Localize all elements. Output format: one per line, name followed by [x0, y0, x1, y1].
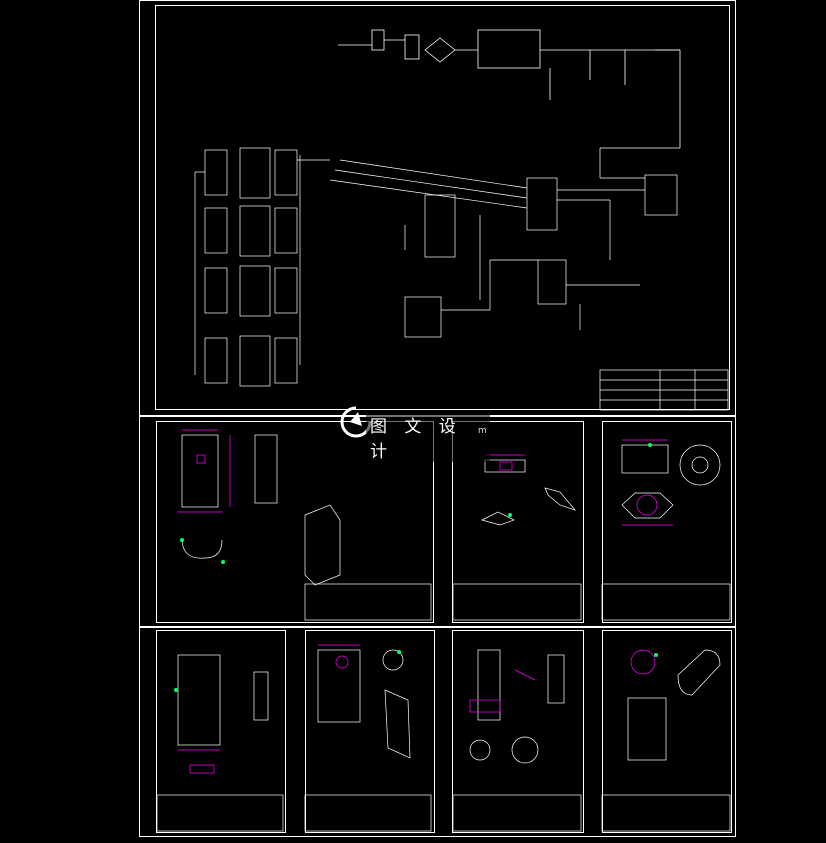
part-6-dimensions	[469, 669, 536, 713]
part-drawing-7	[602, 630, 732, 833]
part-sheet-row2-frame	[139, 627, 736, 837]
part-5-views	[317, 649, 411, 759]
part-5-dimensions	[318, 644, 360, 669]
title-blocks	[156, 583, 731, 832]
part-2-dimensions	[485, 454, 525, 471]
part-drawing-5	[305, 630, 435, 833]
part-1-views	[181, 434, 341, 586]
power-supply-circuit	[338, 29, 681, 149]
part-2-views	[481, 459, 577, 526]
part-drawing-2	[452, 421, 584, 623]
schematic-title-block	[599, 369, 729, 411]
part-drawing-1	[156, 421, 434, 623]
microcontroller-circuit	[329, 148, 678, 338]
part-7-dimensions	[630, 649, 656, 675]
watermark: 图 文 设 计 m	[338, 404, 490, 462]
watermark-text: 图 文 设 计	[366, 412, 490, 462]
watermark-suffix: m	[478, 426, 487, 436]
part-4-views	[177, 654, 269, 746]
part-3-views	[621, 444, 721, 519]
part-drawing-3	[602, 421, 732, 623]
part-drawing-6	[452, 630, 584, 833]
part-1-dimensions	[178, 429, 231, 513]
part-4-dimensions	[178, 749, 220, 774]
schematic-drawing-border	[155, 5, 730, 410]
part-6-views	[469, 649, 565, 764]
green-markers	[174, 443, 658, 692]
part-drawing-4	[156, 630, 286, 833]
part-3-dimensions	[622, 439, 673, 526]
part-7-views	[627, 649, 721, 761]
display-driver-blocks	[194, 147, 330, 387]
